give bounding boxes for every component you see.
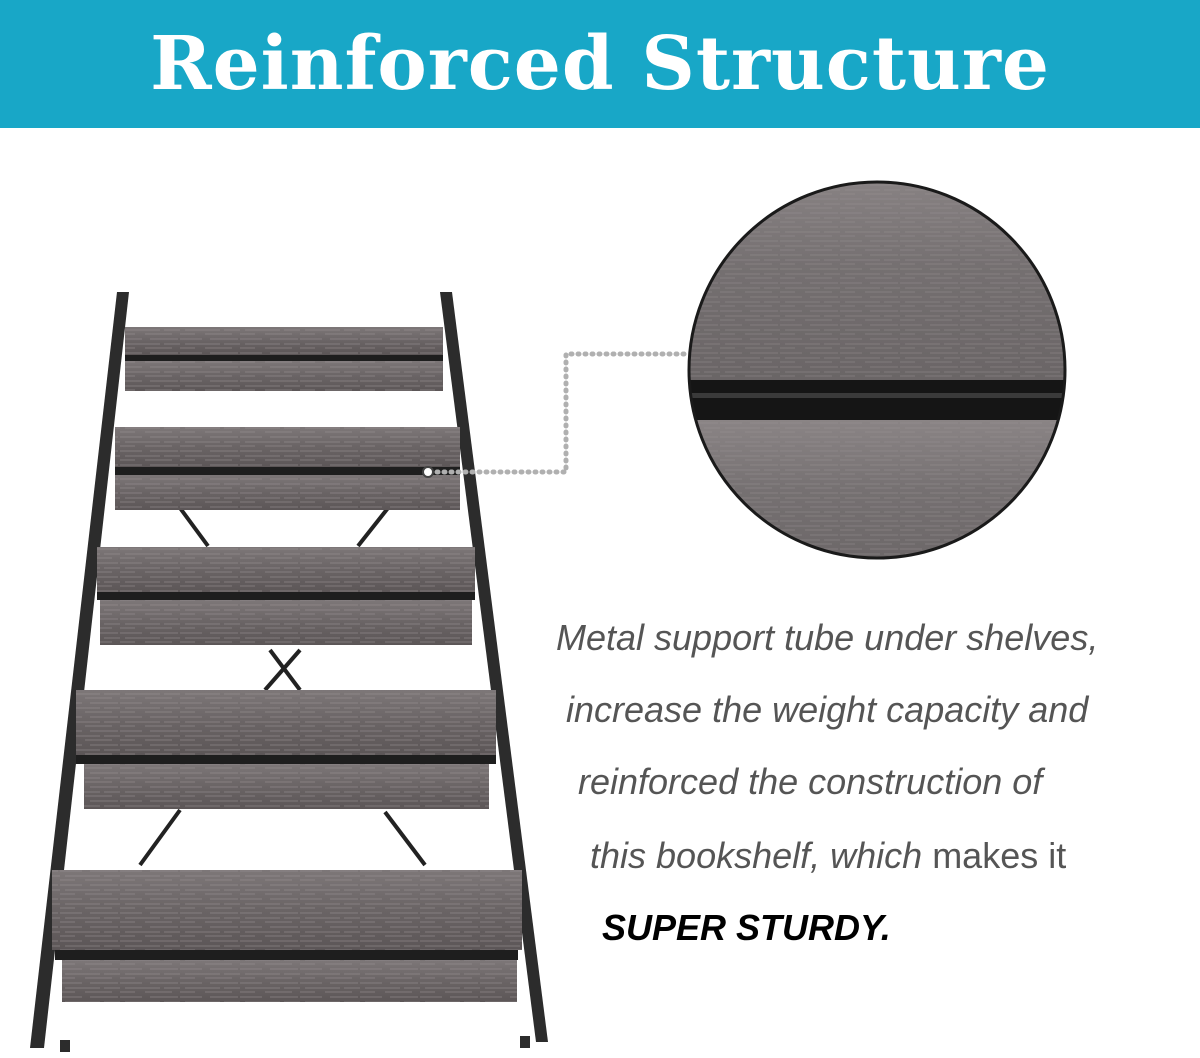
title-banner: Reinforced Structure [0,0,1200,128]
shelf-2 [115,427,460,510]
description-line-4-plain: makes it [922,835,1067,876]
shelf-5 [52,870,522,1002]
description-line-4: this bookshelf, which makes it [590,838,1066,874]
description-line-1: Metal support tube under shelves, [556,617,1099,658]
right-side-rail [440,292,548,1042]
description-line-3: reinforced the construction of [578,761,1043,802]
page-title: Reinforced Structure [150,21,1050,107]
super-sturdy-emphasis: SUPER STURDY. [602,907,891,948]
product-illustration [30,180,1067,1052]
left-side-rail [30,292,129,1048]
description-line-2: increase the weight capacity and [566,689,1089,730]
shelf-4 [76,690,496,809]
shelf-3 [97,547,475,645]
zoom-connector [422,351,693,478]
bookshelf [30,292,548,1052]
shelf-1 [125,327,443,391]
zoom-detail-circle [687,180,1067,560]
description-line-4-italic: this bookshelf, which [590,835,923,876]
